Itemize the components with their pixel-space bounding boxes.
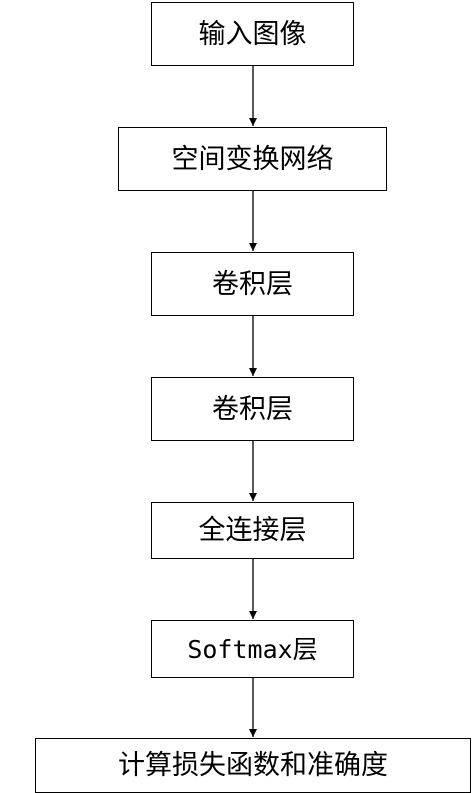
node-conv-layer-1: 卷积层 xyxy=(151,252,354,316)
node-input-image: 输入图像 xyxy=(151,2,354,66)
node-loss-accuracy-label: 计算损失函数和准确度 xyxy=(118,750,388,781)
node-spatial-transformer-label: 空间变换网络 xyxy=(171,143,334,175)
node-softmax: Softmax层 xyxy=(151,620,354,678)
node-loss-accuracy: 计算损失函数和准确度 xyxy=(35,738,471,793)
node-softmax-label: Softmax层 xyxy=(187,634,318,664)
node-input-image-label: 输入图像 xyxy=(198,18,307,50)
node-fully-connected-label: 全连接层 xyxy=(198,515,307,546)
node-conv-layer-2-label: 卷积层 xyxy=(212,393,293,425)
node-fully-connected: 全连接层 xyxy=(151,502,354,559)
node-spatial-transformer: 空间变换网络 xyxy=(118,127,387,191)
node-conv-layer-1-label: 卷积层 xyxy=(212,268,293,300)
node-conv-layer-2: 卷积层 xyxy=(151,377,354,441)
